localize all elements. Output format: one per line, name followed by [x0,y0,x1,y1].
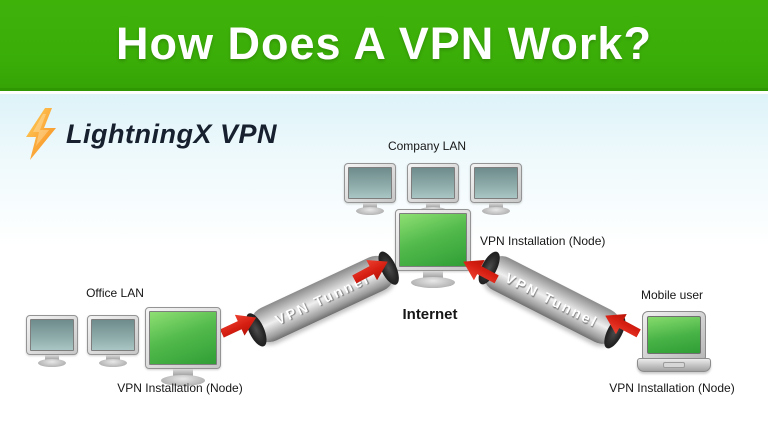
lightning-bolt-icon [26,108,56,160]
laptop-icon [637,311,711,372]
page-title: How Does A VPN Work? [116,18,652,69]
monitor-icon [87,315,139,367]
monitor-icon [470,163,522,215]
vpn-node-monitor-icon [395,209,471,288]
brand-logo: LightningX VPN [24,108,277,160]
monitor-icon [26,315,78,367]
office-lan-label: Office LAN [86,286,144,300]
header-banner: How Does A VPN Work? [0,0,768,91]
mobile-user-label: Mobile user [640,288,704,302]
central-node-label: VPN Installation (Node) [480,234,606,248]
office-node-label: VPN Installation (Node) [117,381,243,395]
vpn-node-monitor-icon [145,307,221,386]
company-lan-label: Company LAN [387,139,467,153]
internet-label: Internet [402,306,458,323]
monitor-icon [407,163,459,215]
brand-name: LightningX VPN [66,118,277,149]
mobile-node-label: VPN Installation (Node) [609,381,735,395]
monitor-icon [344,163,396,215]
